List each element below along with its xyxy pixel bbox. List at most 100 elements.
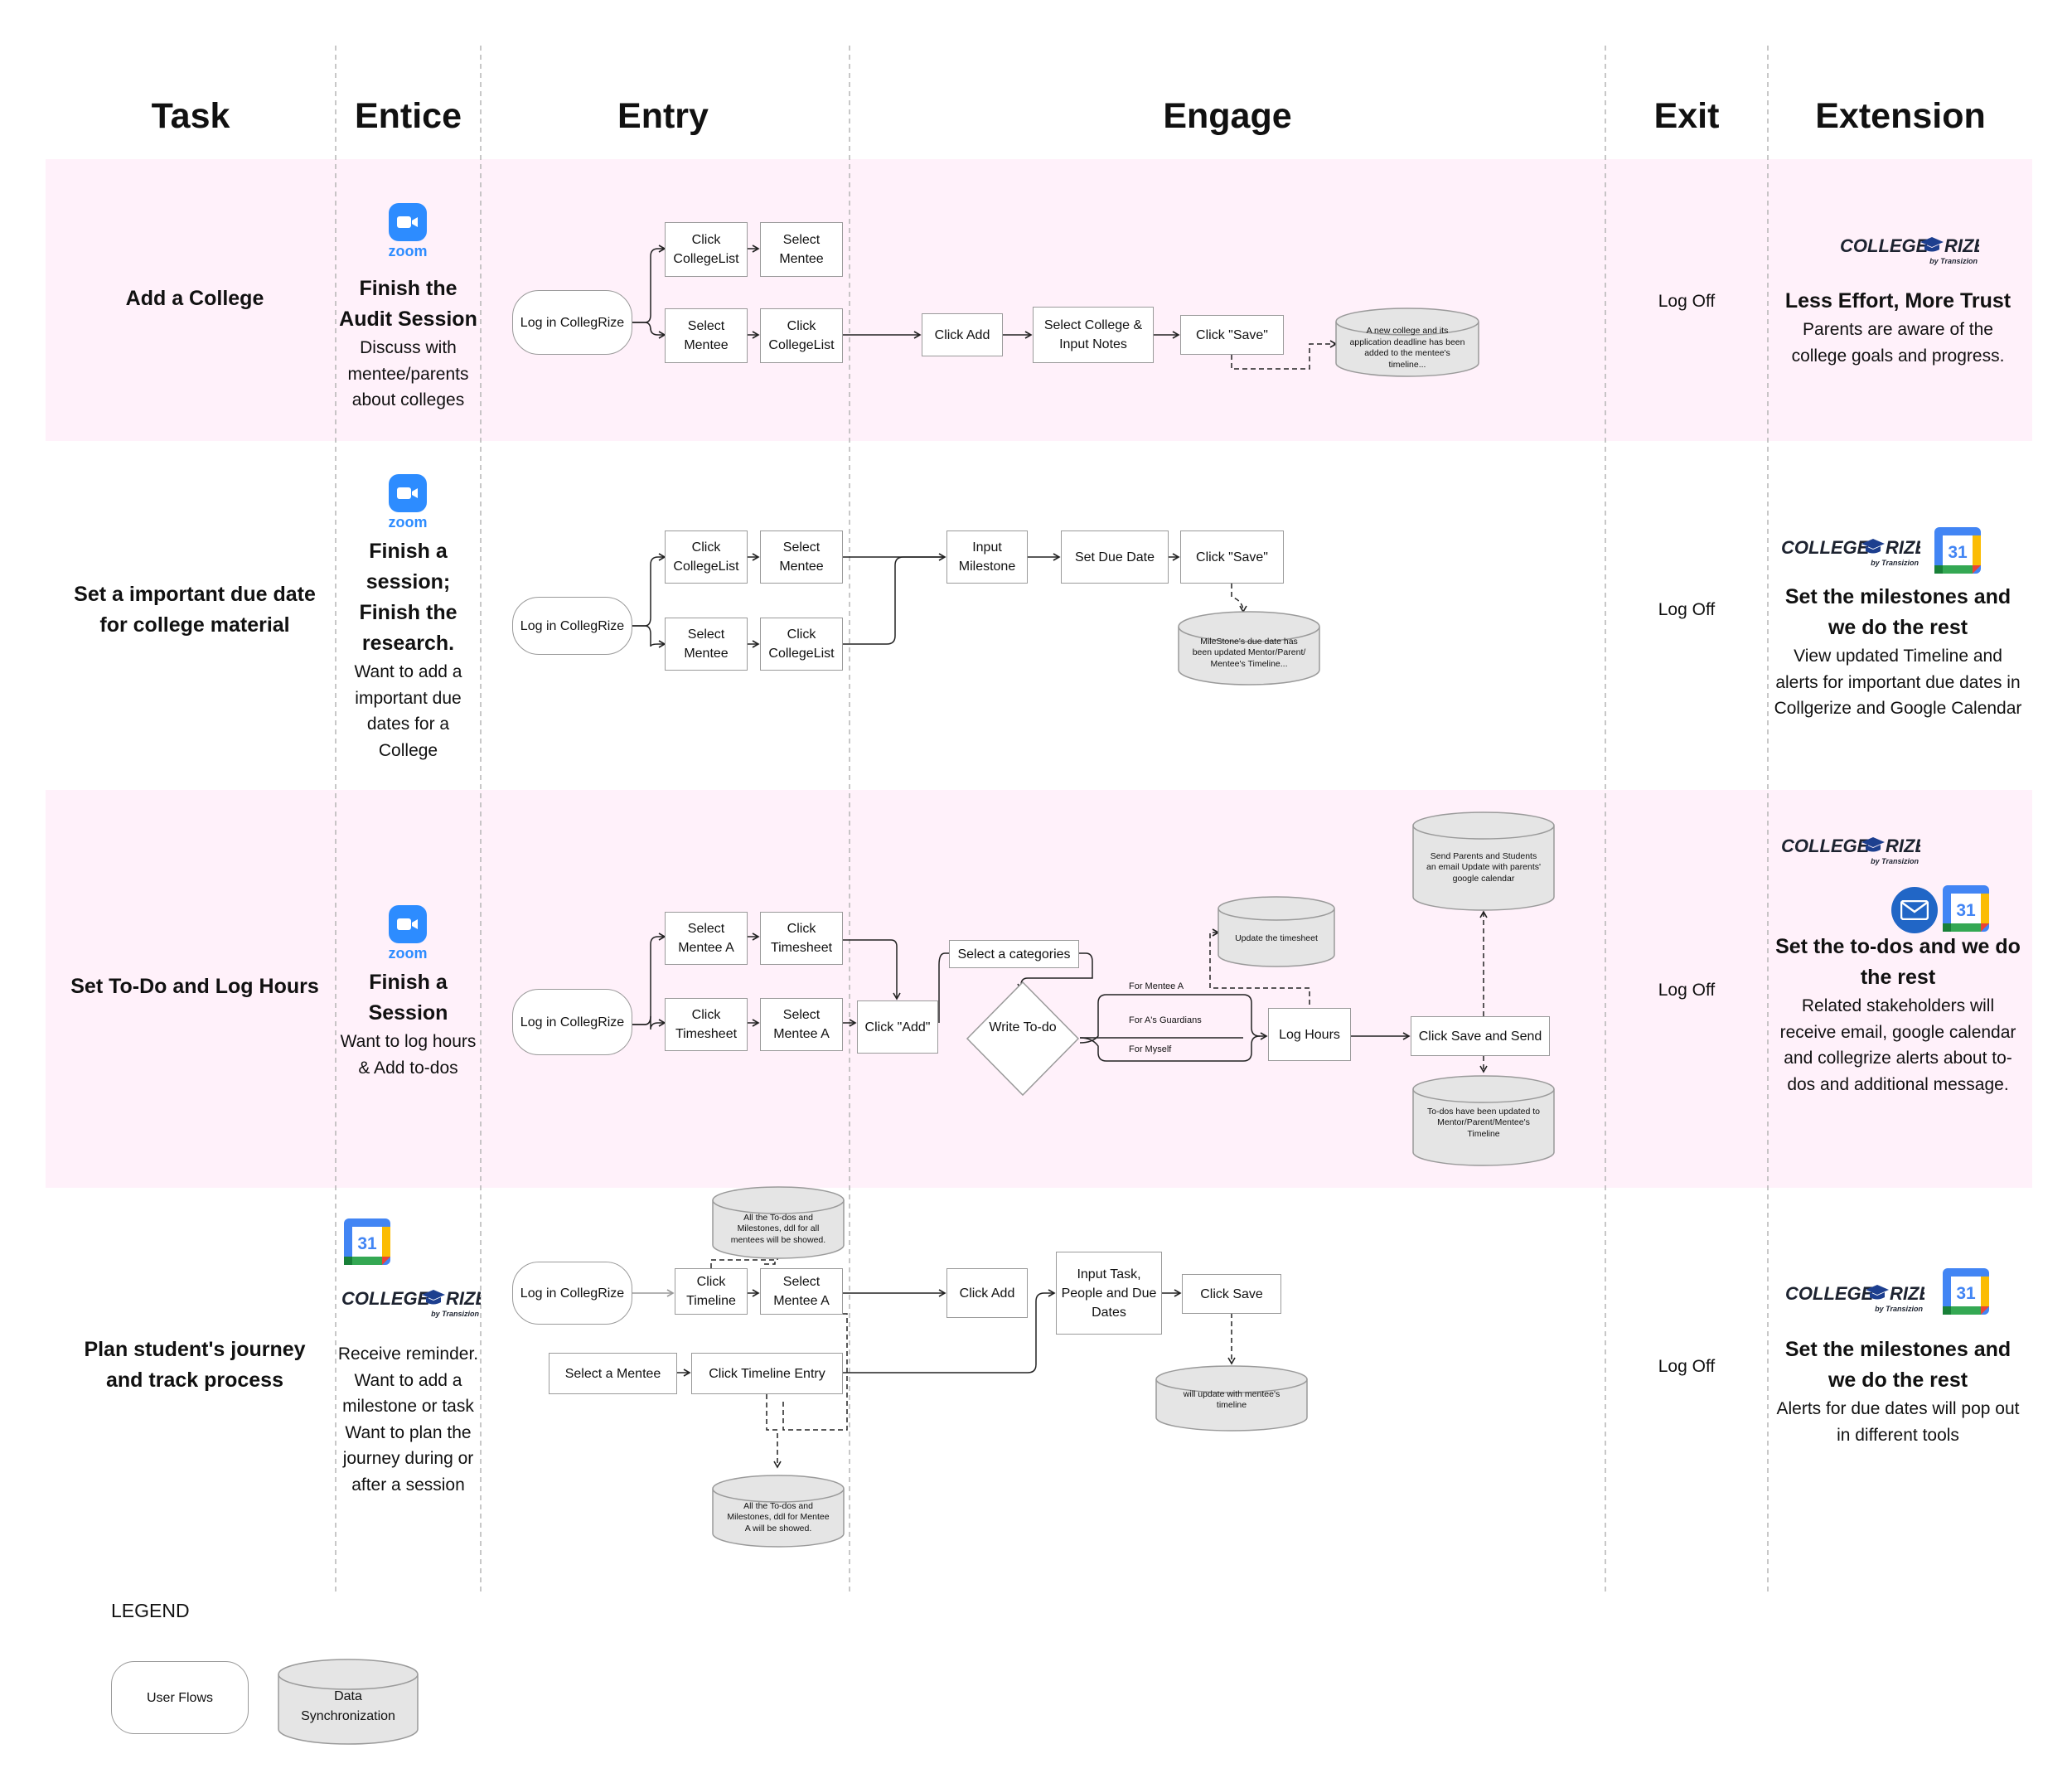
column-header-extension: Extension — [1815, 95, 1986, 136]
login-collegrize-button[interactable]: Log in CollegRize — [512, 290, 632, 355]
entice-title: Finish a session; Finish the research. — [359, 540, 457, 655]
select-categories-dropdown[interactable]: Select a categories — [949, 940, 1079, 968]
data-sync-cylinder — [278, 1659, 419, 1745]
data-sync-cylinder — [1218, 896, 1335, 967]
for-myself-label: For Myself — [1129, 1044, 1172, 1054]
data-sync-cylinder — [1178, 611, 1320, 686]
click-add-button[interactable]: Click Add — [946, 1268, 1028, 1318]
svg-text:RIZE: RIZE — [1886, 537, 1920, 558]
svg-text:by Transizion: by Transizion — [431, 1310, 479, 1318]
column-header-task: Task — [151, 95, 230, 136]
click-add-button[interactable]: Click "Add" — [857, 1000, 938, 1054]
input-task-people-due-dates[interactable]: Input Task, People and Due Dates — [1056, 1252, 1162, 1335]
for-mentee-a-label: For Mentee A — [1129, 981, 1184, 991]
click-collegelist-button[interactable]: Click CollegeList — [760, 618, 843, 671]
for-guardians-label: For A's Guardians — [1129, 1015, 1202, 1025]
click-collegelist-button[interactable]: Click CollegeList — [665, 530, 748, 584]
entice-row-1: Finish the Audit Session Discuss with me… — [336, 274, 481, 414]
extension-desc: Related stakeholders will receive email,… — [1779, 996, 2016, 1094]
svg-text:RIZE: RIZE — [1944, 235, 1979, 256]
extension-title: Set the milestones and we do the rest — [1784, 585, 2011, 639]
db-text: will update with mentee's timeline — [1183, 1388, 1280, 1411]
click-timesheet-button[interactable]: Click Timesheet — [665, 998, 748, 1051]
login-collegrize-button[interactable]: Log in CollegRize — [512, 597, 632, 655]
row2-connectors — [632, 553, 1247, 648]
db-text: MileStone's due date has been updated Me… — [1192, 636, 1306, 669]
svg-text:by Transizion: by Transizion — [1875, 1305, 1923, 1313]
log-off-row-2[interactable]: Log Off — [1658, 600, 1716, 619]
google-calendar-icon: 31 — [344, 1218, 390, 1265]
svg-text:COLLEGE: COLLEGE — [1840, 235, 1929, 256]
select-college-input-notes[interactable]: Select College & Input Notes — [1033, 307, 1154, 363]
entice-desc: Want to add a important due dates for a … — [354, 662, 462, 760]
google-calendar-icon: 31 — [1943, 885, 1989, 932]
zoom-logo-icon: zoom — [375, 474, 441, 531]
select-mentee-button[interactable]: Select Mentee — [665, 618, 748, 671]
column-header-entry: Entry — [617, 95, 709, 136]
set-due-date-button[interactable]: Set Due Date — [1061, 530, 1169, 584]
click-save-button[interactable]: Click "Save" — [1180, 315, 1284, 355]
select-mentee-a-button[interactable]: Select Mentee A — [665, 912, 748, 965]
extension-desc: Parents are aware of the college goals a… — [1791, 320, 2005, 366]
select-mentee-button[interactable]: Select Mentee — [665, 308, 748, 363]
svg-text:RIZE: RIZE — [446, 1288, 481, 1309]
db-text: Send Parents and Students an email Updat… — [1426, 850, 1541, 884]
entice-title: Finish a Session — [368, 971, 448, 1025]
band-row-3 — [46, 790, 2032, 1188]
write-todo-diamond[interactable] — [966, 981, 1080, 1097]
entice-row-4: Receive reminder. Want to add a mileston… — [336, 1341, 481, 1498]
login-collegrize-button[interactable]: Log in CollegRize — [512, 989, 632, 1055]
task-set-due-date: Set a important due date for college mat… — [74, 583, 316, 637]
click-timeline-entry-button[interactable]: Click Timeline Entry — [691, 1353, 843, 1394]
svg-text:31: 31 — [1956, 901, 1976, 920]
svg-text:COLLEGE: COLLEGE — [341, 1288, 431, 1309]
collegerize-logo-icon: COLLEGERIZEby Transizion — [1838, 230, 1987, 269]
log-hours-button[interactable]: Log Hours — [1268, 1008, 1351, 1061]
task-plan-journey: Plan student's journey and track process — [84, 1338, 306, 1392]
extension-title: Set the milestones and we do the rest — [1784, 1338, 2011, 1392]
zoom-logo-icon: zoom — [375, 203, 441, 260]
extension-desc: Alerts for due dates will pop out in dif… — [1776, 1399, 2020, 1445]
data-sync-cylinder — [712, 1475, 845, 1548]
click-add-button[interactable]: Click Add — [922, 313, 1003, 356]
extension-title: Set the to-dos and we do the rest — [1775, 935, 2021, 989]
entice-desc: Discuss with mentee/parents about colleg… — [347, 338, 469, 409]
select-a-mentee-button[interactable]: Select a Mentee — [549, 1353, 677, 1394]
click-timeline-button[interactable]: Click Timeline — [675, 1268, 748, 1315]
db-text: A new college and its application deadli… — [1349, 326, 1465, 370]
svg-text:COLLEGE: COLLEGE — [1781, 836, 1871, 856]
data-sync-cylinder — [1155, 1365, 1308, 1432]
data-sync-cylinder — [712, 1186, 845, 1259]
select-mentee-button[interactable]: Select Mentee — [760, 222, 843, 277]
select-mentee-a-button[interactable]: Select Mentee A — [760, 998, 843, 1051]
row4-connectors — [632, 1253, 1236, 1469]
db-text: Update the timesheet — [1235, 933, 1318, 944]
legend-data-sync: Data Synchronization — [301, 1689, 395, 1723]
click-save-and-send-button[interactable]: Click Save and Send — [1411, 1016, 1550, 1056]
entice-desc: Receive reminder. Want to add a mileston… — [337, 1344, 479, 1495]
collegerize-logo-icon: COLLEGERIZEby Transizion — [1779, 831, 1928, 869]
column-dividers — [335, 46, 1769, 1596]
login-collegrize-button[interactable]: Log in CollegRize — [512, 1262, 632, 1325]
click-timesheet-button[interactable]: Click Timesheet — [760, 912, 843, 965]
db-text: All the To-dos and Milestones, ddl for M… — [727, 1500, 830, 1533]
data-sync-cylinder — [1412, 811, 1555, 911]
db-text: To-dos have been updated to Mentor/Paren… — [1426, 1106, 1541, 1139]
svg-text:31: 31 — [1948, 543, 1968, 562]
log-off-row-3[interactable]: Log Off — [1658, 981, 1716, 1000]
click-save-button[interactable]: Click Save — [1182, 1274, 1281, 1314]
entice-title: Finish the Audit Session — [339, 277, 477, 331]
log-off-row-1[interactable]: Log Off — [1658, 292, 1716, 311]
log-off-row-4[interactable]: Log Off — [1658, 1357, 1716, 1376]
db-text: All the To-dos and Milestones, ddl for a… — [730, 1212, 826, 1245]
zoom-logo-icon: zoom — [375, 905, 441, 962]
svg-text:RIZE: RIZE — [1890, 1283, 1924, 1304]
click-collegelist-button[interactable]: Click CollegeList — [665, 222, 748, 277]
input-milestone-field[interactable]: Input Milestone — [946, 530, 1028, 584]
click-collegelist-button[interactable]: Click CollegeList — [760, 308, 843, 363]
select-mentee-button[interactable]: Select Mentee — [760, 530, 843, 584]
column-header-engage: Engage — [1163, 95, 1292, 136]
select-mentee-a-button[interactable]: Select Mentee A — [760, 1268, 843, 1315]
click-save-button[interactable]: Click "Save" — [1180, 530, 1284, 584]
